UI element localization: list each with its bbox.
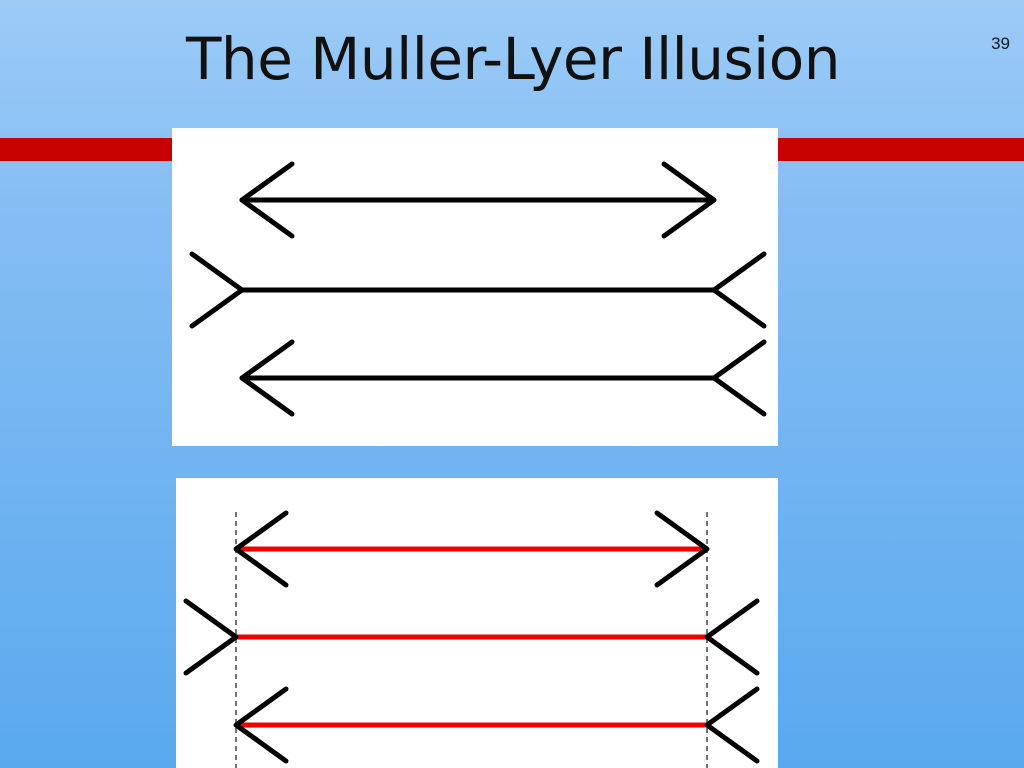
illusion-row-2 [189, 251, 767, 329]
illusion-figure [172, 128, 778, 446]
fins-right [711, 251, 767, 329]
slide-number: 39 [991, 34, 1010, 53]
arrowhead-left [233, 510, 289, 588]
slide-title: The Muller-Lyer Illusion [186, 25, 841, 93]
fins-left [189, 251, 245, 329]
arrowhead-right [661, 161, 717, 239]
explanation-figure [176, 478, 778, 768]
arrowhead-left [239, 161, 295, 239]
illusion-row-3 [239, 339, 767, 417]
fins-left [183, 598, 239, 676]
explanation-row-1 [233, 510, 710, 588]
fins-right [711, 339, 767, 417]
arrowhead-left [233, 686, 289, 764]
arrowhead-left [239, 339, 295, 417]
fins-right [704, 598, 760, 676]
illusion-row-1 [239, 161, 717, 239]
explanation-row-2 [183, 598, 760, 676]
arrowhead-right [654, 510, 710, 588]
fins-right [704, 686, 760, 764]
explanation-row-3 [233, 686, 760, 764]
illusion-drawing [189, 161, 767, 417]
explanation-drawing [183, 510, 760, 768]
